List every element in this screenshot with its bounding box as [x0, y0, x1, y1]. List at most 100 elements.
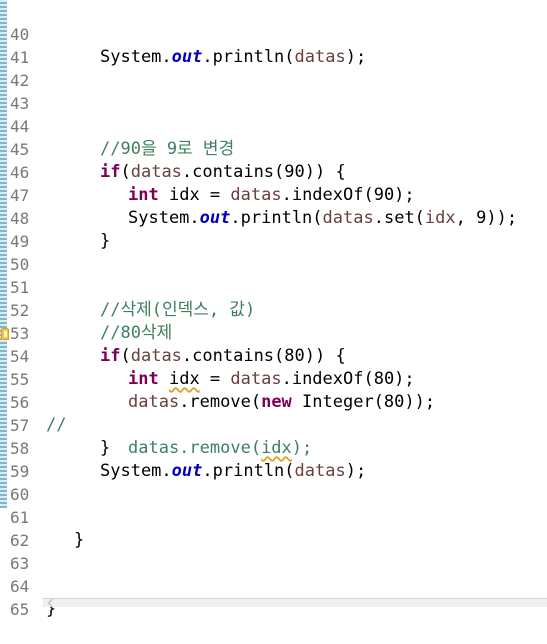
line-number: 63 — [10, 554, 30, 573]
commented-code[interactable]: datas.remove(idx); — [46, 437, 547, 460]
code-line-65[interactable]: 65 — [0, 575, 547, 619]
line-number-gutter — [7, 0, 35, 606]
warning-icon[interactable] — [1, 328, 9, 340]
code-line-58[interactable]: 58 System.out.println(datas); — [0, 414, 547, 481]
code-text[interactable]: datas.remove(new Integer(80)); — [46, 391, 547, 414]
comment-text[interactable]: //80삭제 — [100, 323, 173, 343]
line-number: 40 — [10, 25, 30, 44]
code-line-61[interactable]: 61 } — [0, 483, 547, 550]
line-number: 57 — [10, 416, 30, 435]
line-number: 49 — [10, 232, 30, 251]
variable-token: idx — [168, 185, 200, 205]
horizontal-scrollbar[interactable] — [43, 598, 547, 607]
dot-token: . — [189, 208, 200, 228]
code-line-57[interactable]: 57 } — [0, 391, 547, 458]
method-call-token: .indexOf(80); — [281, 369, 415, 389]
code-line-54[interactable]: 54 int idx = datas.indexOf(80); — [0, 322, 547, 389]
paren-token: )); — [486, 208, 518, 228]
code-line-51[interactable]: 51 //삭제(인덱스, 값) — [0, 253, 547, 320]
paren-token: ( — [284, 47, 295, 67]
code-line-64[interactable]: 64 } — [0, 552, 547, 619]
code-line-52[interactable]: 52 //80삭제 — [0, 276, 547, 343]
close-brace[interactable]: } — [100, 231, 111, 251]
line-number: 51 — [10, 278, 30, 297]
line-number: 48 — [10, 209, 30, 228]
comment-text[interactable]: //90을 9로 변경 — [100, 139, 235, 159]
method-call-token: .remove( — [179, 392, 262, 412]
paren-token: ) — [345, 47, 356, 67]
code-line-47[interactable]: 47 System.out.println(datas.set(idx, 9))… — [0, 161, 547, 228]
line-number: 55 — [10, 370, 30, 389]
variable-token: datas — [322, 208, 374, 228]
keyword-token: int — [128, 369, 159, 389]
code-line-62[interactable]: 62 — [0, 506, 547, 550]
code-text[interactable]: System.out.println(datas.set(idx, 9)); — [46, 207, 547, 230]
line-number: 58 — [10, 439, 30, 458]
code-line-50[interactable]: 50 — [0, 230, 547, 274]
code-line-48[interactable]: 48 } — [0, 184, 547, 251]
line-number: 65 — [10, 600, 30, 619]
close-brace[interactable]: } — [100, 438, 111, 458]
keyword-token: if — [100, 346, 121, 366]
method-call-token: .contains(80)) { — [181, 346, 346, 366]
code-editor[interactable]: 40 System.out.println(datas); 41 42 43 4… — [0, 0, 547, 619]
code-line-43[interactable]: 43 — [0, 69, 547, 113]
class-token: System — [100, 47, 162, 67]
overview-ruler[interactable] — [0, 0, 7, 508]
line-number: 60 — [10, 485, 30, 504]
code-line-55[interactable]: 55 datas.remove(new Integer(80)); — [0, 345, 547, 412]
line-number: 62 — [10, 531, 30, 550]
code-line-53[interactable]: 53 if(datas.contains(80)) { — [0, 299, 547, 366]
dot-token: . — [161, 461, 172, 481]
code-text[interactable]: if(datas.contains(80)) { — [46, 345, 547, 368]
code-line-44[interactable]: 44 //90을 9로 변경 — [0, 92, 547, 159]
paren-token: ) — [345, 461, 356, 481]
method-call-token: .contains(90)) { — [181, 162, 346, 182]
semicolon-token: ; — [355, 47, 367, 67]
line-number: 52 — [10, 301, 30, 320]
line-number: 44 — [10, 117, 30, 136]
variable-token: datas — [294, 47, 346, 67]
code-line-46[interactable]: 46 int idx = datas.indexOf(90); — [0, 138, 547, 205]
code-line-59[interactable]: 59 — [0, 437, 547, 481]
code-line-49[interactable]: 49 — [0, 207, 547, 251]
method-token: println — [212, 461, 285, 481]
keyword-token: new — [261, 392, 292, 412]
line-number: 56 — [10, 393, 30, 412]
code-line-60[interactable]: 60 — [0, 460, 547, 504]
method-call-token: .indexOf(90); — [281, 185, 415, 205]
line-number: 50 — [10, 255, 30, 274]
operator-token: = — [199, 185, 231, 205]
warning-variable-token[interactable]: idx — [168, 369, 200, 389]
close-brace[interactable]: } — [46, 599, 57, 619]
code-line-63[interactable]: 63 — [0, 529, 547, 573]
paren-token: ( — [312, 208, 323, 228]
method-token: println — [212, 47, 285, 67]
line-number: 46 — [10, 163, 30, 182]
dot-token: . — [230, 208, 241, 228]
code-text[interactable]: if(datas.contains(90)) { — [46, 161, 547, 184]
code-line-42[interactable]: 42 — [0, 46, 547, 90]
separator-token: , — [455, 208, 477, 228]
code-line-40[interactable]: 40 System.out.println(datas); — [0, 0, 547, 67]
variable-token: datas — [128, 392, 180, 412]
code-text[interactable]: System.out.println(datas); — [46, 46, 547, 69]
code-line-45[interactable]: 45 if(datas.contains(90)) { — [0, 115, 547, 182]
field-token: out — [171, 461, 203, 481]
comment-prefix: // — [46, 415, 67, 435]
close-brace[interactable]: } — [74, 530, 85, 550]
dot-token: . — [202, 461, 213, 481]
code-text[interactable]: int idx = datas.indexOf(80); — [46, 368, 547, 391]
variable-token: datas — [230, 369, 282, 389]
code-line-56[interactable]: 56 // datas.remove(idx); — [0, 368, 547, 458]
line-number: 42 — [10, 71, 30, 90]
line-number: 47 — [10, 186, 30, 205]
dot-token: . — [161, 47, 172, 67]
comment-text[interactable]: //삭제(인덱스, 값) — [100, 300, 256, 320]
code-text[interactable]: System.out.println(datas); — [46, 460, 547, 483]
code-text[interactable]: int idx = datas.indexOf(90); — [46, 184, 547, 207]
method-token: println — [240, 208, 313, 228]
code-line-41[interactable]: 41 — [0, 23, 547, 67]
line-number: 43 — [10, 94, 30, 113]
operator-token: = — [199, 369, 231, 389]
